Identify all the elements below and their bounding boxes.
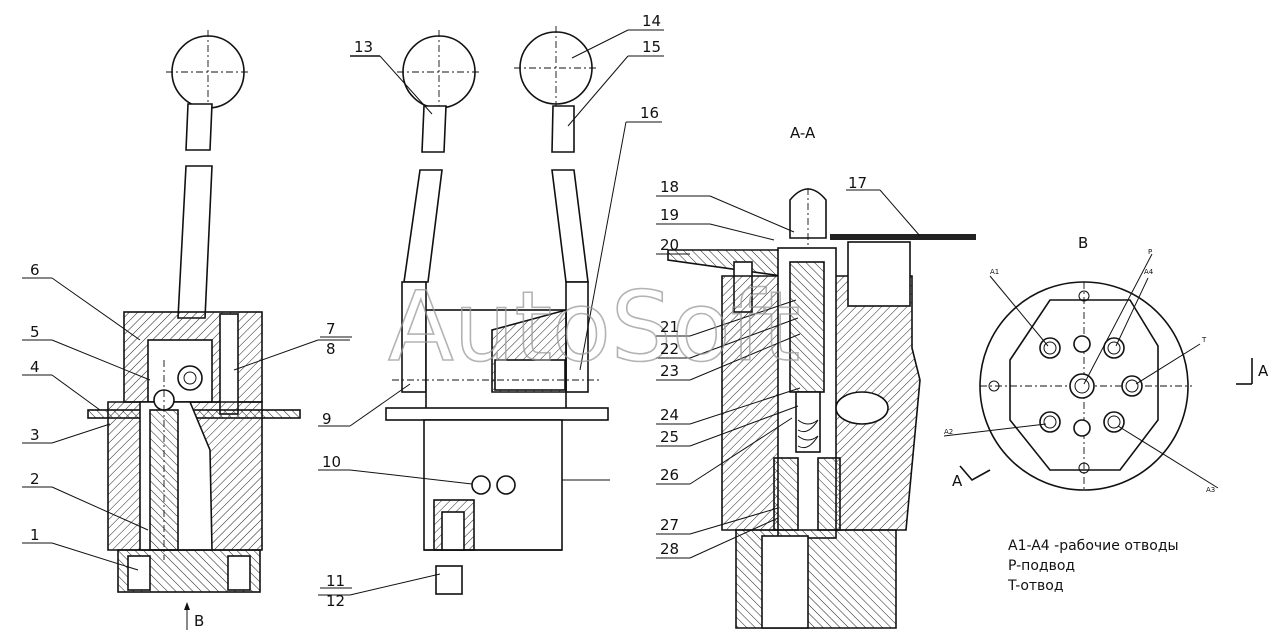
section-a-a-view <box>667 188 976 629</box>
callout-16: 16 <box>640 104 659 122</box>
view-b <box>959 281 1253 491</box>
callout-13: 13 <box>354 38 373 56</box>
section-arrow-label-left: A <box>952 472 963 490</box>
middle-front-view <box>385 26 610 595</box>
callout-6: 6 <box>30 261 40 279</box>
callout-3: 3 <box>30 426 40 444</box>
section-arrow-label-right: A <box>1258 362 1269 380</box>
callout-14: 14 <box>642 12 661 30</box>
callout-11: 11 <box>326 572 345 590</box>
callout-18: 18 <box>660 178 679 196</box>
callout-28: 28 <box>660 540 679 558</box>
callout-21: 21 <box>660 318 679 336</box>
callout-17: 17 <box>848 174 867 192</box>
callout-9: 9 <box>322 410 332 428</box>
legend: A1-A4 -рабочие отводы P-подвод T-отвод <box>1007 538 1179 594</box>
callout-1: 1 <box>30 526 40 544</box>
callout-20: 20 <box>660 236 679 254</box>
callout-22: 22 <box>660 340 679 358</box>
callout-7: 7 <box>326 320 336 338</box>
callout-10: 10 <box>322 453 341 471</box>
left-section-view <box>87 30 301 630</box>
callout-8: 8 <box>326 340 336 358</box>
section-title: A-A <box>790 124 816 142</box>
port-label-a3: A3 <box>1206 486 1215 494</box>
port-label-t: T <box>1201 336 1207 344</box>
callout-19: 19 <box>660 206 679 224</box>
view-b-title: B <box>1078 234 1088 252</box>
callout-25: 25 <box>660 428 679 446</box>
view-b-arrow-label: B <box>194 612 204 630</box>
callout-5: 5 <box>30 323 40 341</box>
port-label-a1: A1 <box>990 268 999 276</box>
callout-12: 12 <box>326 592 345 610</box>
legend-line-3: T-отвод <box>1007 578 1064 594</box>
port-label-a2: A2 <box>944 428 953 436</box>
callout-15: 15 <box>642 38 661 56</box>
callout-23: 23 <box>660 362 679 380</box>
callout-27: 27 <box>660 516 679 534</box>
callout-24: 24 <box>660 406 679 424</box>
port-label-a4: A4 <box>1144 268 1154 276</box>
callout-numbers: 1 2 3 4 5 6 7 8 9 10 11 12 13 14 15 16 1… <box>30 12 867 610</box>
leader-lines <box>22 29 1219 596</box>
port-label-p: P <box>1148 248 1152 256</box>
watermark: AutoSoft <box>388 271 800 383</box>
callout-2: 2 <box>30 470 40 488</box>
callout-26: 26 <box>660 466 679 484</box>
legend-line-2: P-подвод <box>1008 558 1075 574</box>
callout-4: 4 <box>30 358 40 376</box>
legend-line-1: A1-A4 -рабочие отводы <box>1008 538 1179 554</box>
